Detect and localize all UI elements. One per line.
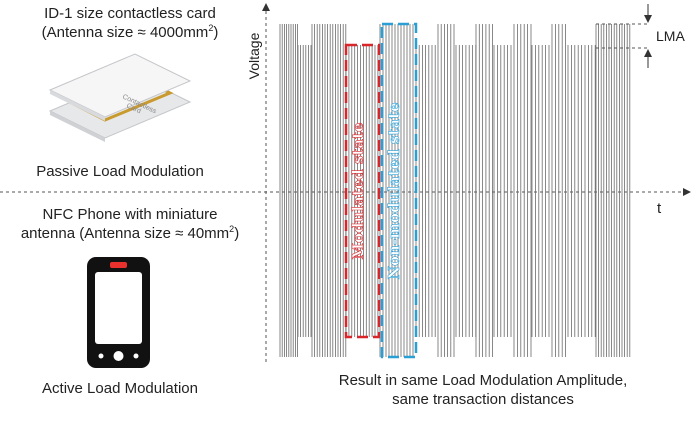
result-caption-line1: Result in same Load Modulation Amplitude… [338,372,628,389]
passive-load-modulation-caption: Passive Load Modulation [36,163,204,180]
phone-title-line1: NFC Phone with miniature [42,206,218,223]
modulated-state-box [344,43,381,339]
phone-title: NFC Phone with miniature antenna (Antenn… [5,205,255,243]
modulated-state-label: Modulated state [349,122,367,259]
non-modulated-state-label: Non-modulated state [385,102,403,279]
contactless-card-illustration: Contactless Card [48,53,192,142]
phone-antenna-exponent: 2 [229,224,235,234]
carrier-waveform [279,24,631,357]
phone-antenna-size: antenna (Antenna size ≈ 40mm [20,225,230,242]
phone-antenna-close: ) [234,225,240,242]
phone-title-line2: antenna (Antenna size ≈ 40mm2) [5,224,255,243]
non-modulated-state-box [380,22,418,359]
nfc-phone-icon [87,257,150,368]
card-antenna-exponent: 2 [208,23,214,33]
time-axis-label: t [657,200,662,217]
card-title-line2: (Antenna size ≈ 4000mm2) [10,23,250,42]
lma-marker [596,4,652,68]
card-antenna-size: (Antenna size ≈ 4000mm [41,24,209,41]
lma-label: LMA [656,28,685,44]
card-title: ID-1 size contactless card (Antenna size… [10,4,250,42]
result-caption-line2: same transaction distances [392,391,574,408]
result-caption: Result in same Load Modulation Amplitude… [268,371,698,409]
voltage-axis-label: Voltage [246,32,262,79]
card-title-line1: ID-1 size contactless card [44,5,216,22]
active-load-modulation-caption: Active Load Modulation [42,380,198,397]
card-antenna-close: ) [213,24,219,41]
